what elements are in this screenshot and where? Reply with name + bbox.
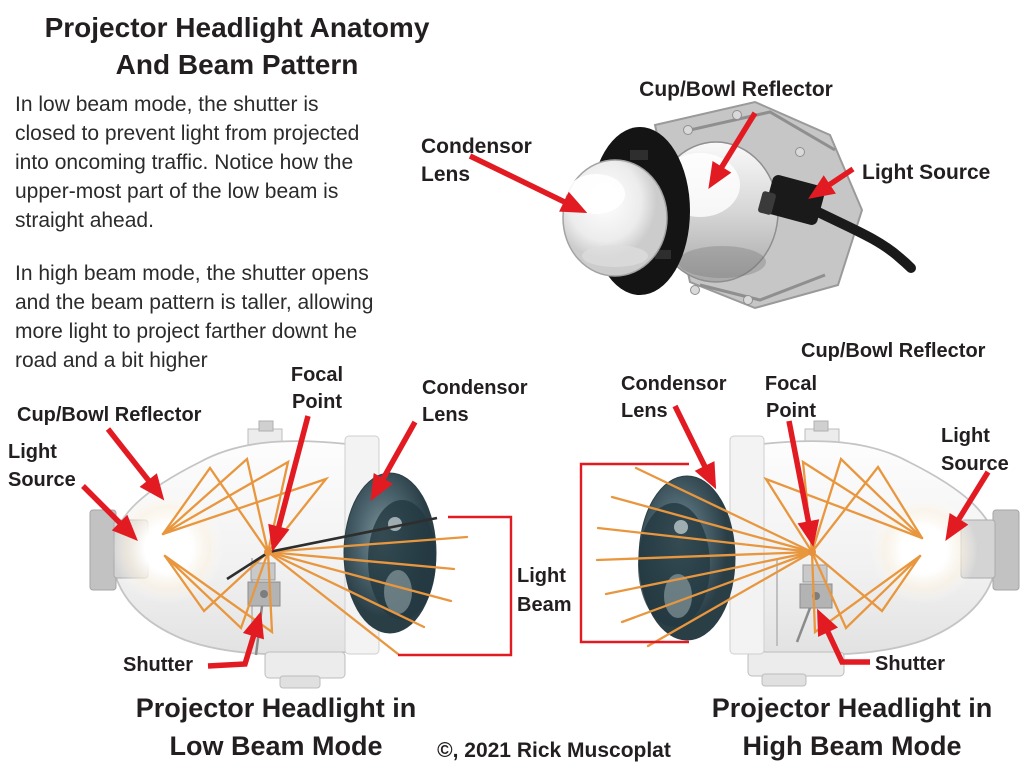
bulb-glow (112, 492, 224, 604)
page-title-line2: And Beam Pattern (115, 49, 359, 80)
low-beam-label-condensor-lens: Condensor Lens (422, 377, 528, 426)
hb-shutter-arrow (817, 608, 870, 665)
lb-shutter-arrow (207, 611, 264, 669)
low-beam-label-light-source: Light Source (8, 441, 76, 491)
low-beam-label-shutter: Shutter (123, 654, 193, 676)
page-title: Projector Headlight Anatomy And Beam Pat… (0, 9, 474, 83)
low-beam-label-cup-bowl-reflector: Cup/Bowl Reflector (17, 404, 202, 426)
photo-label-condensor-lens: Condensor Lens (421, 135, 532, 186)
photo-screws (683, 110, 805, 305)
lb-condensor-arrow (370, 420, 418, 502)
glass-dome (562, 159, 668, 277)
intro-low-beam-text: In low beam mode, the shutter is closed … (15, 93, 360, 232)
photo-label-cup-bowl-reflector: Cup/Bowl Reflector (639, 78, 833, 101)
condenser-lens (343, 472, 437, 634)
photo-cupbowl-arrow (708, 111, 758, 189)
photo-lightsource-arrow (808, 166, 855, 199)
high-beam-label-focal-point: Focal Point (764, 373, 818, 422)
light-rays (595, 456, 924, 648)
lb-lightsource-arrow (81, 484, 138, 541)
high-beam-label-shutter: Shutter (875, 653, 945, 675)
hb-focal-arrow (786, 420, 820, 547)
lb-cupbowl-arrow (105, 427, 165, 501)
hb-lightsource-arrow (945, 470, 991, 541)
low-beam-label-focal-point: Focal Point (290, 364, 344, 413)
page-title-line1: Projector Headlight Anatomy (44, 12, 430, 43)
high-beam-bracket (579, 462, 689, 644)
focal-point-node (264, 548, 272, 556)
intro-high-beam-text: In high beam mode, the shutter opens and… (15, 262, 374, 372)
low-beam-bracket (398, 515, 513, 657)
lb-focal-arrow (268, 415, 311, 552)
high-beam-diagram (595, 420, 1020, 687)
high-beam-label-condensor-lens: Condensor Lens (621, 373, 727, 422)
high-beam-caption: Projector Headlight in High Beam Mode (711, 693, 993, 761)
callout-arrows (81, 111, 991, 669)
low-beam-caption: Projector Headlight in Low Beam Mode (135, 693, 417, 761)
hb-condensor-arrow (672, 404, 717, 490)
focal-point-node (808, 548, 816, 556)
photo-condensor-arrow (468, 153, 588, 214)
beam-bracket (398, 462, 689, 657)
high-beam-label-light-source: Light Source (941, 425, 1009, 475)
photo-label-light-source: Light Source (862, 161, 991, 184)
high-beam-label-cup-bowl-reflector: Cup/Bowl Reflector (801, 340, 986, 362)
headlight-photo (562, 100, 916, 310)
power-wire (813, 207, 916, 273)
low-beam-diagram (89, 420, 469, 689)
copyright-text: ©, 2021 Rick Muscoplat (437, 739, 671, 762)
light-beam-label: Light Beam (517, 565, 572, 616)
